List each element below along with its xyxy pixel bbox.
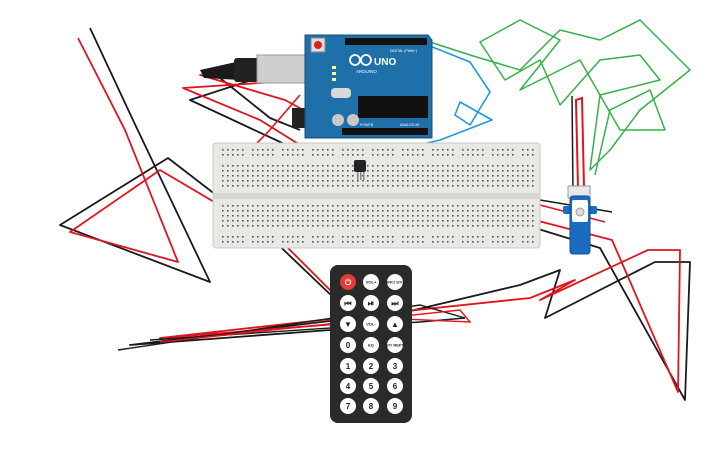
usb-port [256, 54, 306, 84]
remote-button-5[interactable]: ⏭ [387, 295, 403, 311]
remote-button-label: ⏭ [391, 299, 399, 308]
remote-button-label: VOL- [366, 322, 376, 327]
power-analog-header [342, 128, 428, 135]
remote-button-label: ⏮ [344, 299, 351, 308]
reset-button-cap [314, 41, 322, 49]
analog-header-label: ANALOG IN [400, 123, 420, 127]
remote-button-label: ⏯ [368, 299, 374, 308]
remote-button-19[interactable]: 8 [363, 398, 379, 414]
breadboard-center-channel [213, 193, 540, 199]
black-wire-loop-left[interactable] [59, 27, 691, 401]
remote-button-label: 5 [369, 382, 374, 391]
remote-button-10[interactable]: EQ [363, 337, 379, 353]
remote-button-9[interactable]: 0 [340, 337, 356, 353]
remote-button-label: ▼ [344, 320, 352, 329]
usb-plug [234, 58, 260, 82]
power-header-label: POWER [360, 123, 374, 127]
servo-lead-red[interactable] [574, 96, 585, 189]
capacitor-2 [347, 114, 359, 126]
servo-shaft [575, 207, 585, 217]
remote-button-11[interactable]: ST/ REPT [386, 337, 405, 353]
remote-button-label: 2 [369, 362, 374, 371]
remote-button-7[interactable]: VOL- [363, 316, 379, 332]
red-wire-cross[interactable] [159, 309, 472, 343]
remote-button-label: 7 [346, 402, 351, 411]
servo-lead-black[interactable] [571, 95, 574, 191]
remote-button-label: VOL+ [366, 280, 377, 285]
remote-button-6[interactable]: ▼ [340, 316, 356, 332]
remote-button-label: EQ [368, 343, 374, 348]
remote-button-12[interactable]: 1 [340, 358, 356, 374]
capacitor-1 [332, 114, 344, 126]
breadboard-holes [222, 149, 534, 243]
remote-button-0[interactable]: ⏻ [340, 274, 356, 290]
servo-motor[interactable] [563, 185, 597, 255]
led-l [332, 66, 336, 69]
remote-button-label: FUNC/ STOP [383, 280, 407, 285]
arduino-model-label: UNO [374, 57, 396, 68]
remote-button-20[interactable]: 9 [387, 398, 403, 414]
remote-button-label: 9 [393, 402, 398, 411]
remote-button-label: 4 [346, 382, 351, 391]
remote-button-18[interactable]: 7 [340, 398, 356, 414]
remote-button-label: 3 [393, 362, 398, 371]
breadboard[interactable] [212, 142, 541, 249]
arduino-logo [349, 54, 372, 66]
remote-button-label: 8 [369, 402, 374, 411]
ir-receiver[interactable] [354, 160, 366, 180]
ir-remote[interactable]: ⏻ VOL+ FUNC/ STOP ⏮ ⏯ ⏭ ▼ VOL- ▲ 0 EQ ST/ REPT 1 2 3 4 5… [330, 265, 412, 423]
remote-button-15[interactable]: 4 [340, 378, 356, 394]
remote-button-4[interactable]: ⏯ [363, 295, 379, 311]
remote-button-17[interactable]: 6 [387, 378, 403, 394]
remote-button-3[interactable]: ⏮ [340, 295, 356, 311]
remote-buttons: ⏻ VOL+ FUNC/ STOP ⏮ ⏯ ⏭ ▼ VOL- ▲ 0 EQ ST/ REPT 1 2 3 4 5… [340, 274, 407, 414]
remote-button-16[interactable]: 5 [363, 378, 379, 394]
usb-cable [200, 62, 240, 80]
led-rx [332, 78, 336, 81]
arduino-uno[interactable]: ARDUINO UNO DIGITAL (PWM~) POWER ANALOG … [200, 34, 433, 139]
remote-button-label: ST/ REPT [386, 343, 405, 348]
arduino-logo-text: ARDUINO [356, 69, 377, 74]
remote-button-label: ▲ [391, 320, 399, 329]
remote-button-13[interactable]: 2 [363, 358, 379, 374]
atmega-chip [358, 96, 428, 118]
crystal [331, 88, 351, 98]
remote-button-label: 1 [346, 362, 351, 371]
digital-header-label: DIGITAL (PWM~) [390, 49, 417, 53]
digital-header [345, 38, 427, 45]
red-wire-loop-left[interactable] [69, 37, 681, 393]
remote-button-14[interactable]: 3 [387, 358, 403, 374]
remote-button-1[interactable]: VOL+ [363, 274, 379, 290]
green-wire[interactable] [429, 19, 691, 176]
remote-button-2[interactable]: FUNC/ STOP [383, 274, 407, 290]
remote-button-label: 6 [393, 382, 398, 391]
remote-button-label: 0 [346, 341, 351, 350]
remote-button-label: ⏻ [345, 278, 352, 287]
remote-button-8[interactable]: ▲ [387, 316, 403, 332]
led-tx [332, 72, 336, 75]
